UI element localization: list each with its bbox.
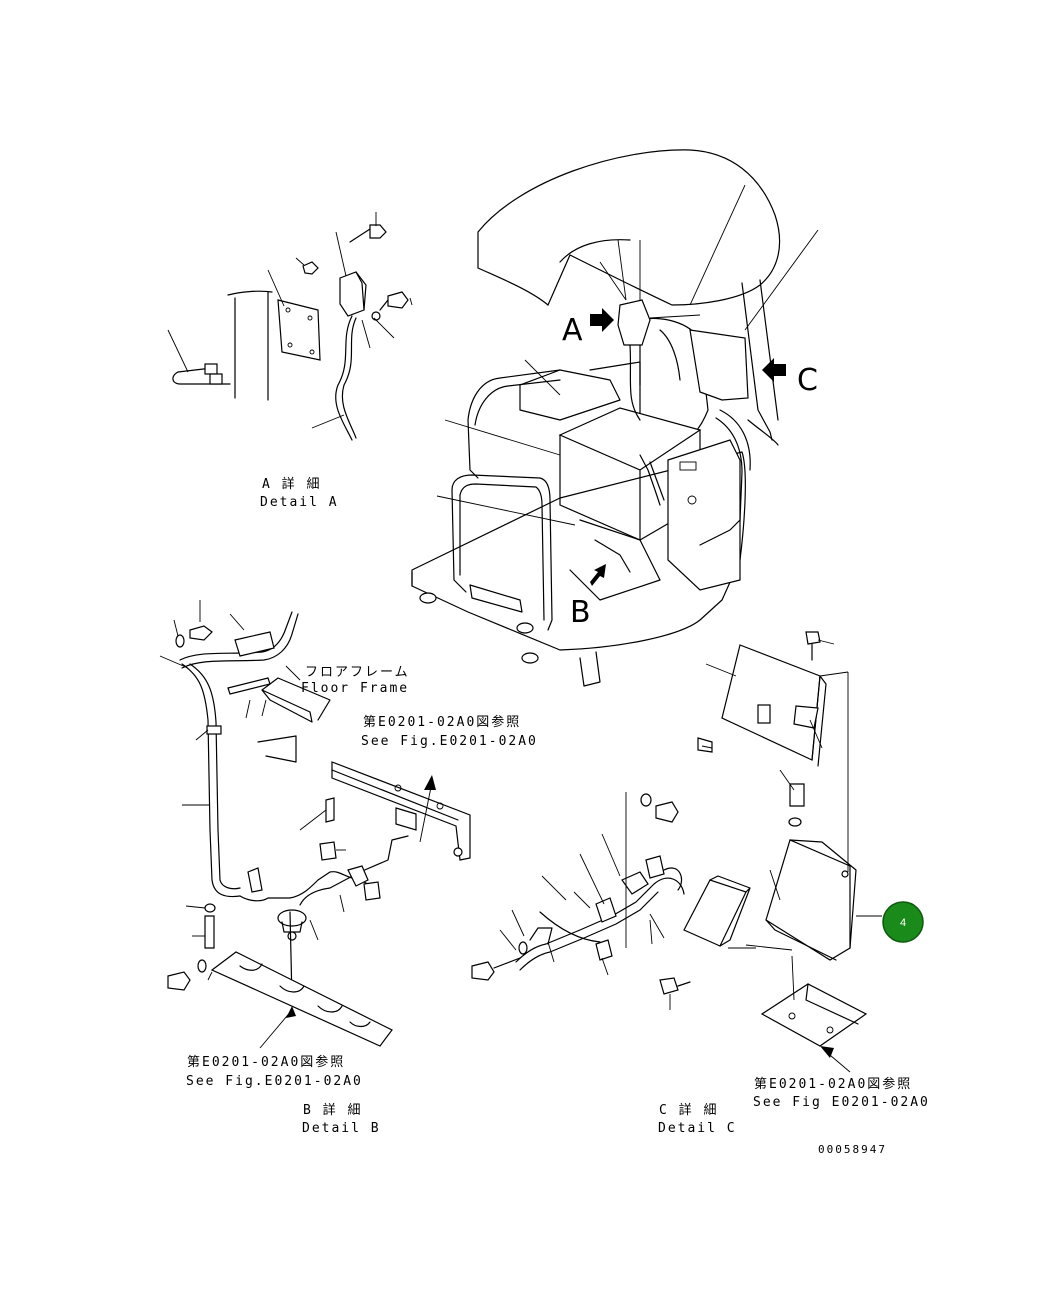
- view-c-marker: C: [797, 363, 818, 398]
- detail-c-en-label: Detail C: [658, 1121, 737, 1136]
- detail-b-drawing: [159, 600, 471, 1049]
- detail-a-jp-label: A 詳 細: [262, 476, 321, 492]
- floor-frame-jp-label: フロアフレーム: [305, 665, 410, 680]
- detail-a-drawing: [167, 212, 413, 441]
- callout-number[interactable]: 4: [900, 917, 906, 929]
- callout-circle[interactable]: [882, 901, 924, 943]
- callout-4[interactable]: 4: [882, 901, 924, 943]
- ref-fig-3-en: See Fig E0201-02A0: [753, 1095, 930, 1110]
- detail-a-en-label: Detail A: [260, 495, 339, 510]
- drawing-number: 00058947: [818, 1143, 887, 1156]
- main-assembly: [411, 149, 819, 687]
- ref-fig-3-jp: 第E0201-02A0図参照: [754, 1076, 912, 1092]
- detail-b-en-label: Detail B: [302, 1121, 381, 1136]
- floor-frame-en-label: Floor Frame: [301, 681, 409, 696]
- ref-fig-1-jp: 第E0201-02A0図参照: [363, 714, 521, 730]
- ref-fig-2-en: See Fig.E0201-02A0: [186, 1074, 363, 1089]
- detail-c-drawing: [471, 631, 882, 1073]
- view-a-marker: A: [562, 313, 583, 348]
- ref-fig-1-en: See Fig.E0201-02A0: [361, 734, 538, 749]
- view-b-marker: B: [570, 595, 591, 630]
- detail-b-jp-label: B 詳 細: [303, 1102, 362, 1118]
- detail-c-jp-label: C 詳 細: [659, 1102, 718, 1118]
- ref-fig-2-jp: 第E0201-02A0図参照: [187, 1054, 345, 1070]
